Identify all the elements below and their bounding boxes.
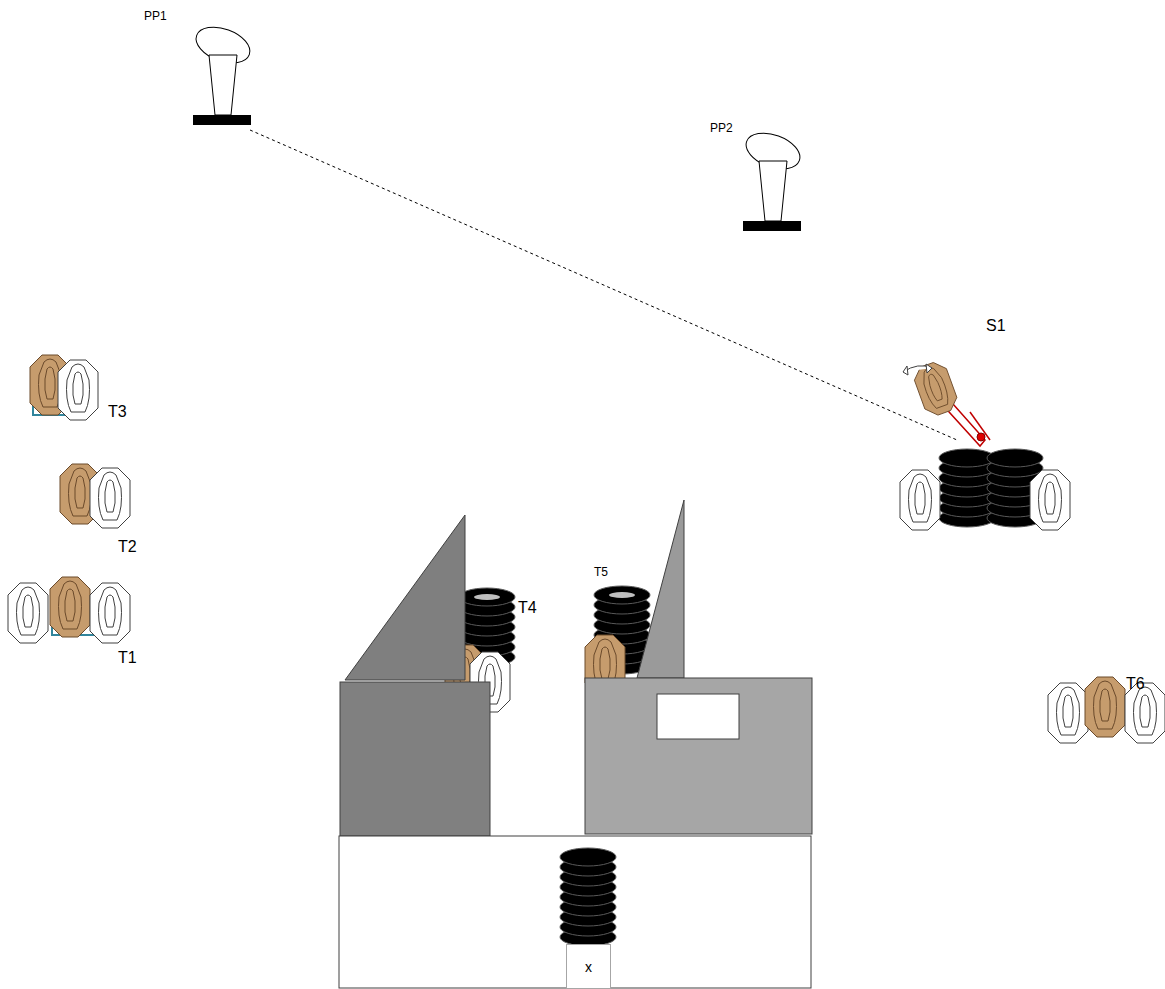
- target-label: T2: [118, 539, 137, 555]
- target-label: T3: [108, 404, 127, 420]
- target-label: PP1: [144, 10, 167, 22]
- target-label: T4: [518, 600, 537, 616]
- node-text: x: [585, 959, 592, 975]
- target-label: S1: [986, 318, 1006, 334]
- start-box: x: [566, 944, 611, 989]
- target-label: T5: [594, 566, 608, 578]
- target-label: T6: [1126, 676, 1145, 692]
- target-label: PP2: [710, 122, 733, 134]
- target-label: T1: [118, 650, 137, 666]
